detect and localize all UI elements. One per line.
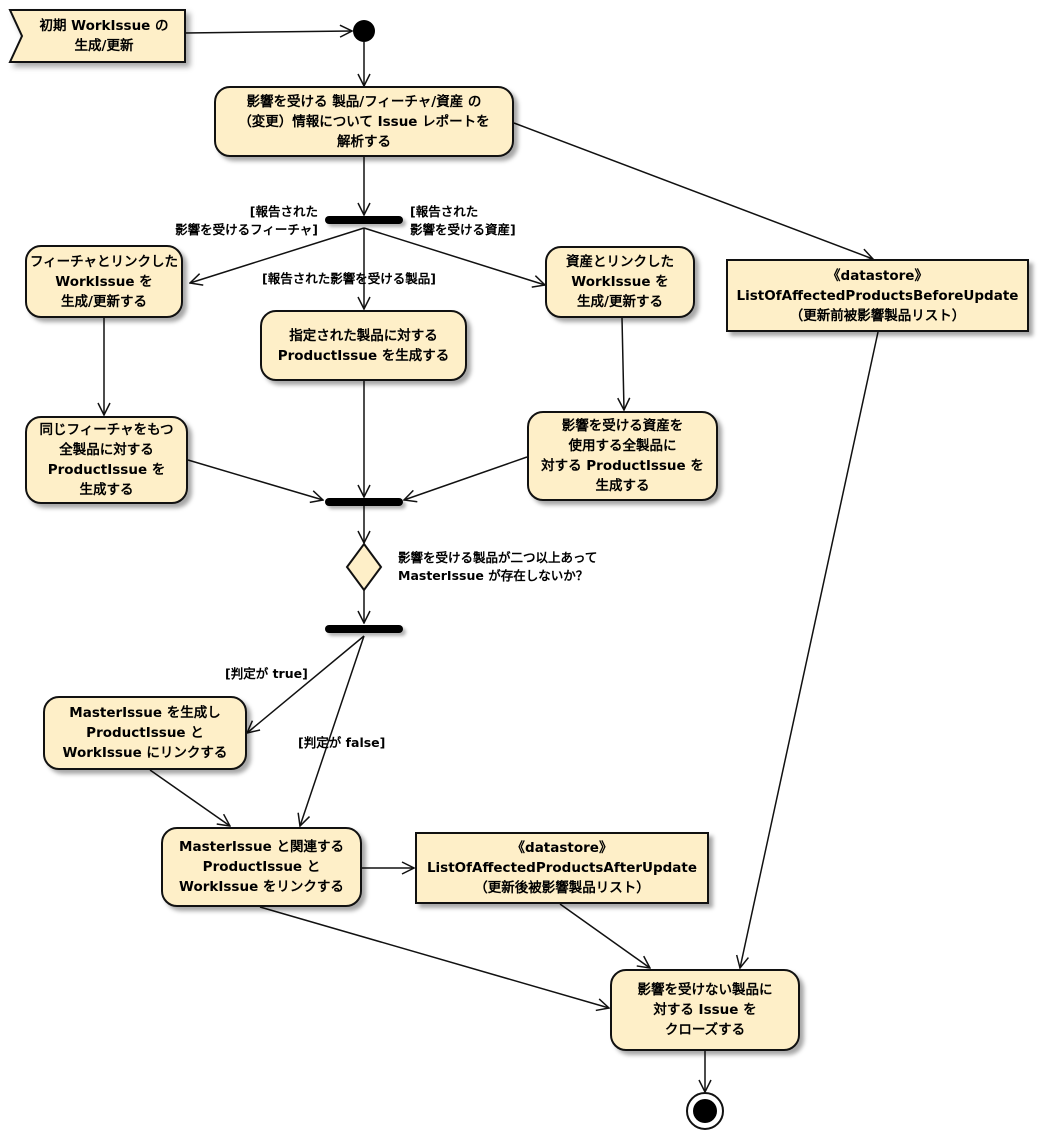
edge-fork2-false xyxy=(300,635,365,826)
edge-signal-start xyxy=(184,31,352,33)
action-feature-workissue: フィーチャとリンクした WorkIssue を 生成/更新する xyxy=(25,245,183,318)
edge-fork-feature xyxy=(190,227,365,283)
action-analyze-issue-report: 影響を受ける 製品/フィーチャ/資産 の （変更）情報について Issue レポ… xyxy=(214,86,514,157)
edge-fork-asset xyxy=(363,227,545,285)
action-close-issues: 影響を受けない製品に 対する Issue を クローズする xyxy=(610,969,800,1051)
edge-analyze-datastore-before xyxy=(513,122,873,259)
edge-asset-assetproducts xyxy=(622,317,624,410)
edge-datastore-before-close xyxy=(740,331,879,968)
signal-shape xyxy=(8,9,186,63)
edge-samefeature-join xyxy=(187,459,323,500)
datastore-after-update: 《datastore》 ListOfAffectedProductsAfterU… xyxy=(415,832,709,904)
guard-true: [判定が true] xyxy=(225,666,308,681)
join-bar xyxy=(325,498,403,506)
fork-bar-1 xyxy=(325,216,403,224)
edge-fork2-true xyxy=(247,635,365,733)
guard-false: [判定が false] xyxy=(298,735,386,750)
edge-link-close xyxy=(259,906,609,1008)
action-same-feature-products: 同じフィーチャをもつ 全製品に対する ProductIssue を 生成する xyxy=(25,416,188,504)
action-link-masterissue: MasterIssue と関連する ProductIssue と WorkIss… xyxy=(161,827,362,907)
signal-initial-workissue: 初期 WorkIssue の 生成/更新 xyxy=(39,18,169,54)
edge-master-link xyxy=(149,769,230,826)
decision-question: 影響を受ける製品が二つ以上あって MasterIssue が存在しないか？ xyxy=(398,550,598,583)
edge-assetproducts-join xyxy=(404,456,528,500)
guard-product: [報告された影響を受ける製品] xyxy=(262,271,436,286)
action-product-issue: 指定された製品に対する ProductIssue を生成する xyxy=(260,310,467,381)
guard-asset: [報告された 影響を受ける資産] xyxy=(410,204,516,237)
action-create-masterissue: MasterIssue を生成し ProductIssue と WorkIssu… xyxy=(43,696,247,770)
fork-bar-2 xyxy=(325,625,403,633)
start-node xyxy=(353,20,375,42)
datastore-before-update: 《datastore》 ListOfAffectedProductsBefore… xyxy=(726,259,1029,332)
guard-feature: [報告された 影響を受けるフィーチャ] xyxy=(175,204,318,237)
edge-datastore-after-close xyxy=(559,903,650,968)
end-node-inner xyxy=(693,1099,717,1123)
decision-diamond xyxy=(345,542,383,592)
action-asset-products: 影響を受ける資産を 使用する全製品に 対する ProductIssue を 生成… xyxy=(527,411,718,501)
action-asset-workissue: 資産とリンクした WorkIssue を 生成/更新する xyxy=(545,246,695,318)
